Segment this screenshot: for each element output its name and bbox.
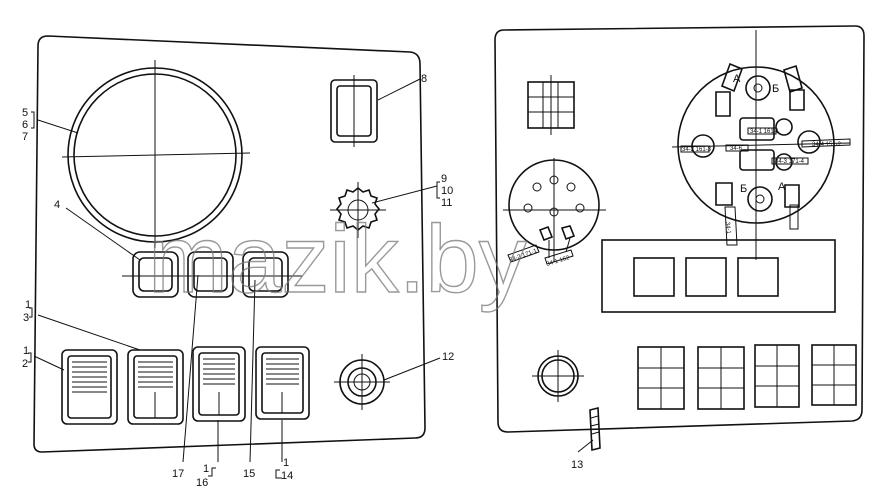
- callout-10: 10: [441, 185, 453, 197]
- switch-backplates: [637, 344, 857, 410]
- round-connector-rear: [503, 158, 606, 265]
- callout-7: 7: [22, 131, 28, 143]
- callout-1d: 1: [283, 457, 289, 469]
- callout-1a: 1: [25, 299, 31, 311]
- wire-tag-7: 34-6: [730, 146, 743, 152]
- wire-tag-8: 34-3 171-4: [775, 159, 805, 165]
- wire-tag-10: 34-1: [724, 222, 731, 235]
- window-strip: [601, 239, 836, 313]
- rear-round-socket: [532, 350, 584, 402]
- gear-knob: [330, 182, 386, 238]
- wire-tag-9: 34-4 151-2: [812, 142, 842, 148]
- connector-grid-small: [527, 75, 575, 135]
- callout-9: 9: [441, 173, 447, 185]
- callout-1b: 1: [23, 345, 29, 357]
- round-push-button: [334, 354, 390, 410]
- callout-1c: 1: [203, 463, 209, 475]
- wire-tag-6: 34-2 161-3: [682, 147, 712, 153]
- wire-tag-2: Б: [772, 83, 779, 95]
- rear-panel-outline: [494, 25, 865, 433]
- callout-17: 17: [172, 468, 184, 480]
- callout-15: 15: [243, 468, 255, 480]
- callout-2: 2: [22, 358, 28, 370]
- callout-16: 16: [196, 477, 208, 489]
- callout-3: 3: [23, 312, 29, 324]
- round-gauge: [61, 60, 251, 248]
- rocker-switch-1: [61, 349, 118, 425]
- rocker-switch-4: [255, 346, 310, 420]
- wire-tag-4: Б: [740, 183, 747, 195]
- callout-4: 4: [54, 199, 60, 211]
- wire-tags: А Б А Б 34-1 161-1 34-2 161-3 34-6 34-3 …: [509, 73, 842, 268]
- warning-lamp: [330, 75, 378, 147]
- indicator-lamp-row: [122, 251, 302, 298]
- wire-tag-5: 34-1 161-1: [750, 129, 780, 135]
- callout-11: 11: [441, 197, 452, 209]
- callout-8: 8: [421, 73, 427, 85]
- terminal-block: [671, 30, 851, 260]
- rocker-switch-3: [192, 346, 246, 422]
- callout-13: 13: [571, 459, 583, 471]
- rocker-switch-2: [127, 349, 184, 425]
- leader-lines-front: [28, 78, 441, 479]
- callout-5: 5: [22, 107, 28, 119]
- ribbed-clip: [577, 406, 601, 453]
- callout-6: 6: [22, 119, 28, 131]
- wire-tag-1: А: [733, 73, 741, 85]
- callout-12: 12: [442, 351, 454, 363]
- callout-14: 14: [281, 470, 293, 482]
- front-panel-outline: [33, 35, 426, 453]
- watermark-text: mazik.by: [148, 206, 527, 313]
- wire-tag-3: А: [778, 181, 786, 193]
